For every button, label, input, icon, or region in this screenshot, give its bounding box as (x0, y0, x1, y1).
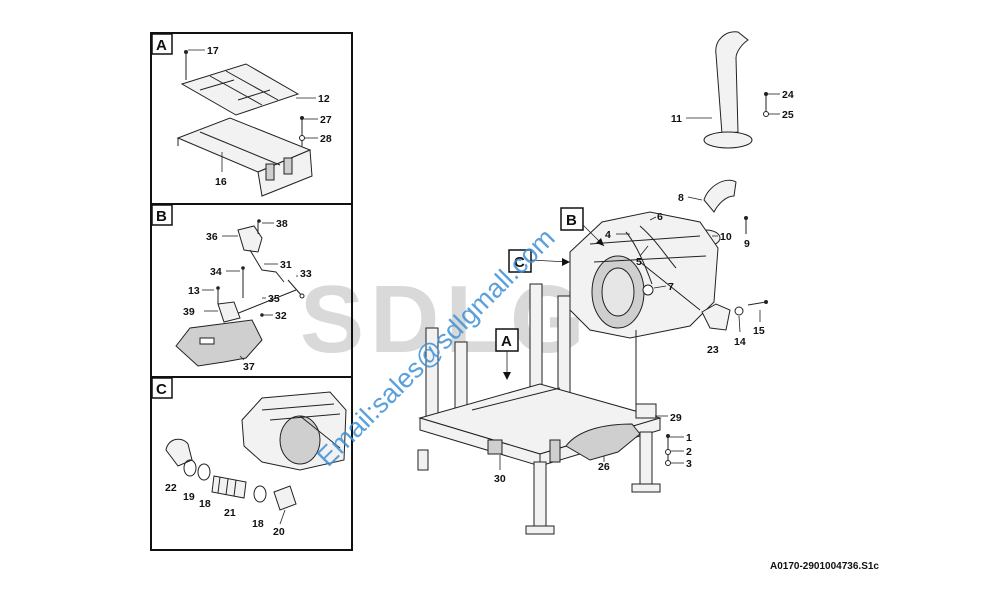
callout-b-39: 39 (183, 306, 195, 318)
callout-7: 7 (668, 281, 674, 293)
main-letter-b: B (566, 212, 577, 229)
callout-c-20: 20 (273, 526, 285, 538)
exhaust-stack (715, 31, 749, 135)
main-assembly: 11 24 25 8 10 9 6 4 5 7 (417, 31, 794, 535)
callout-a-17: 17 (207, 45, 219, 57)
panel-c-tag (151, 377, 173, 399)
callout-4: 4 (605, 229, 611, 241)
callout-b-35: 35 (268, 293, 280, 305)
panel-c: C 22 19 18 21 18 20 (150, 376, 353, 551)
callout-6: 6 (657, 211, 663, 223)
callout-1: 1 (686, 432, 692, 444)
document-id: A0170-2901004736.S1c (770, 561, 879, 572)
callout-11: 11 (671, 113, 682, 125)
callout-26: 26 (598, 461, 610, 473)
callout-b-34: 34 (210, 266, 222, 278)
callout-25: 25 (782, 109, 794, 121)
elbow-pipe (165, 438, 193, 467)
callout-9: 9 (744, 238, 750, 250)
aftertreatment-main (569, 211, 719, 339)
callout-c-18b: 18 (252, 518, 264, 530)
flex-pipe (211, 475, 247, 499)
clamp (237, 225, 263, 253)
callout-8: 8 (678, 192, 684, 204)
main-letter-c: C (514, 254, 525, 271)
exhaust-elbow (703, 179, 737, 213)
panel-a: A 17 12 27 28 16 (150, 32, 353, 205)
callout-b-13: 13 (188, 285, 200, 297)
callout-c-21: 21 (224, 507, 236, 519)
outlet-elbow (273, 485, 297, 511)
main-tag-b (560, 207, 584, 231)
heat-shield-plate (175, 319, 263, 367)
callout-b-37: 37 (243, 361, 255, 373)
heat-shield (565, 423, 641, 461)
panel-b-tag (151, 204, 173, 226)
callout-a-28: 28 (320, 133, 332, 145)
callout-b-36: 36 (206, 231, 218, 243)
callout-15: 15 (753, 325, 765, 337)
support-frame (417, 283, 662, 535)
main-tag-c (508, 249, 532, 273)
main-letter-a: A (501, 333, 512, 350)
panel-b-letter: B (156, 208, 167, 225)
stack-bracket (701, 303, 731, 331)
callout-c-22: 22 (165, 482, 177, 494)
panel-a-tag (151, 33, 173, 55)
panel-c-letter: C (156, 381, 167, 398)
callout-c-19: 19 (183, 491, 195, 503)
callout-24: 24 (782, 89, 794, 101)
cover-plate (180, 63, 300, 116)
callout-b-38: 38 (276, 218, 288, 230)
callout-10: 10 (720, 231, 732, 243)
callout-b-33: 33 (300, 268, 312, 280)
callout-14: 14 (734, 336, 746, 348)
callout-b-31: 31 (280, 259, 292, 271)
callout-3: 3 (686, 458, 692, 470)
callout-5: 5 (636, 256, 642, 268)
callout-a-16: 16 (215, 176, 227, 188)
callout-23: 23 (707, 344, 719, 356)
callout-a-27: 27 (320, 114, 332, 126)
callout-29: 29 (670, 412, 682, 424)
callout-b-32: 32 (275, 310, 287, 322)
panel-a-letter: A (156, 37, 167, 54)
callout-a-12: 12 (318, 93, 330, 105)
panel-b: B 38 36 31 34 33 13 35 39 32 (150, 203, 353, 378)
callout-c-18a: 18 (199, 498, 211, 510)
callout-30: 30 (494, 473, 506, 485)
callout-2: 2 (686, 446, 692, 458)
